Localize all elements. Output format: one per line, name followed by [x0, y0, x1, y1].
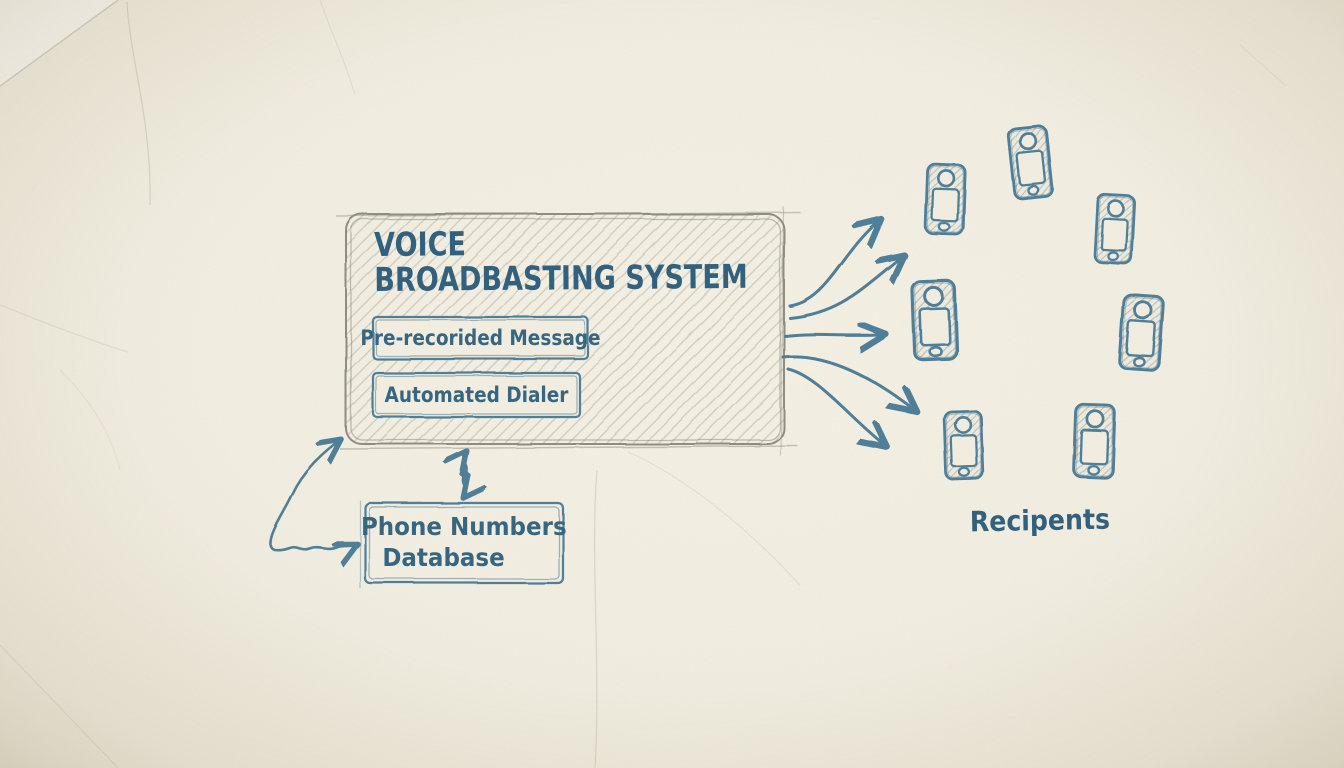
database-label-line-2: Database: [382, 542, 506, 572]
system-title-line-2: BROADBASTING SYSTEM: [374, 256, 748, 299]
system-box-title: VOICE BROADBASTING SYSTEM: [373, 224, 748, 299]
database-label-line-1: Phone Numbers: [361, 511, 567, 541]
prerecorded-message-label: Pre-recorided Message: [360, 326, 601, 350]
recipients-label: Recipents: [969, 502, 1111, 538]
automated-dialer-label: Automated Dialer: [384, 383, 569, 407]
system-title-line-1: VOICE: [373, 224, 467, 264]
